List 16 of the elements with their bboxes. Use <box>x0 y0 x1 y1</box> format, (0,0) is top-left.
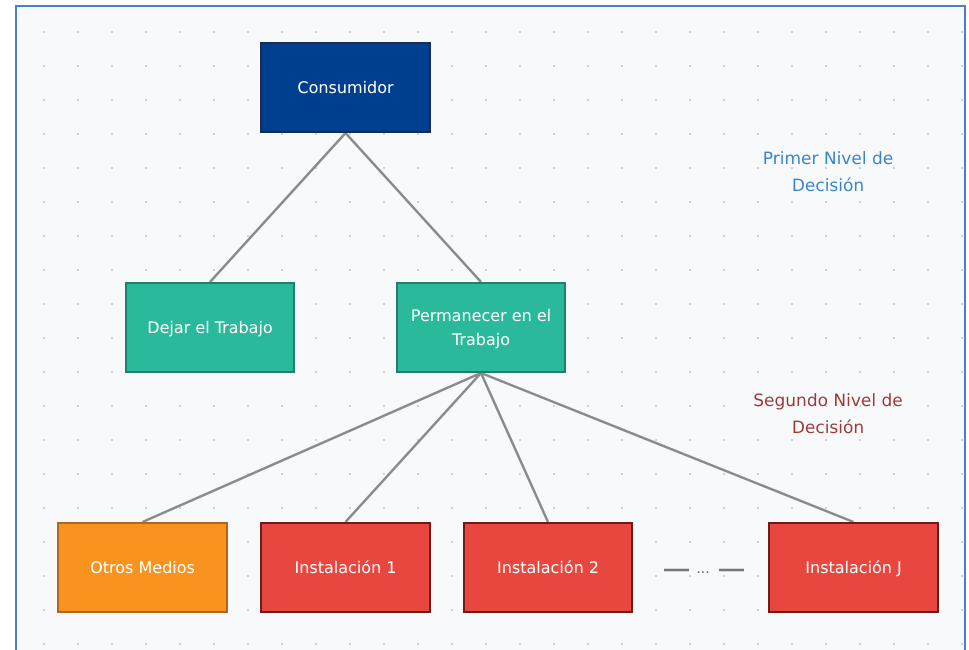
process-box: Instalación 2 <box>463 522 633 613</box>
connector-line <box>209 132 346 283</box>
level-label: Primer Nivel de Decisión <box>762 148 894 198</box>
connector-line <box>344 132 482 283</box>
process-box: Otros Medios <box>57 522 228 613</box>
process-box: Consumidor <box>260 42 431 133</box>
connector-line <box>142 372 482 524</box>
process-box: Instalación 1 <box>260 522 431 613</box>
process-box: Dejar el Trabajo <box>125 282 295 373</box>
connector-line <box>480 372 550 523</box>
ellipsis-text: ... <box>695 560 711 579</box>
process-box: Permanecer en el Trabajo <box>396 282 566 373</box>
level-label: Segundo Nivel de Decisión <box>752 390 904 440</box>
connector-line <box>480 372 854 524</box>
connector-line <box>344 372 482 523</box>
process-box: Instalación J <box>768 522 939 613</box>
